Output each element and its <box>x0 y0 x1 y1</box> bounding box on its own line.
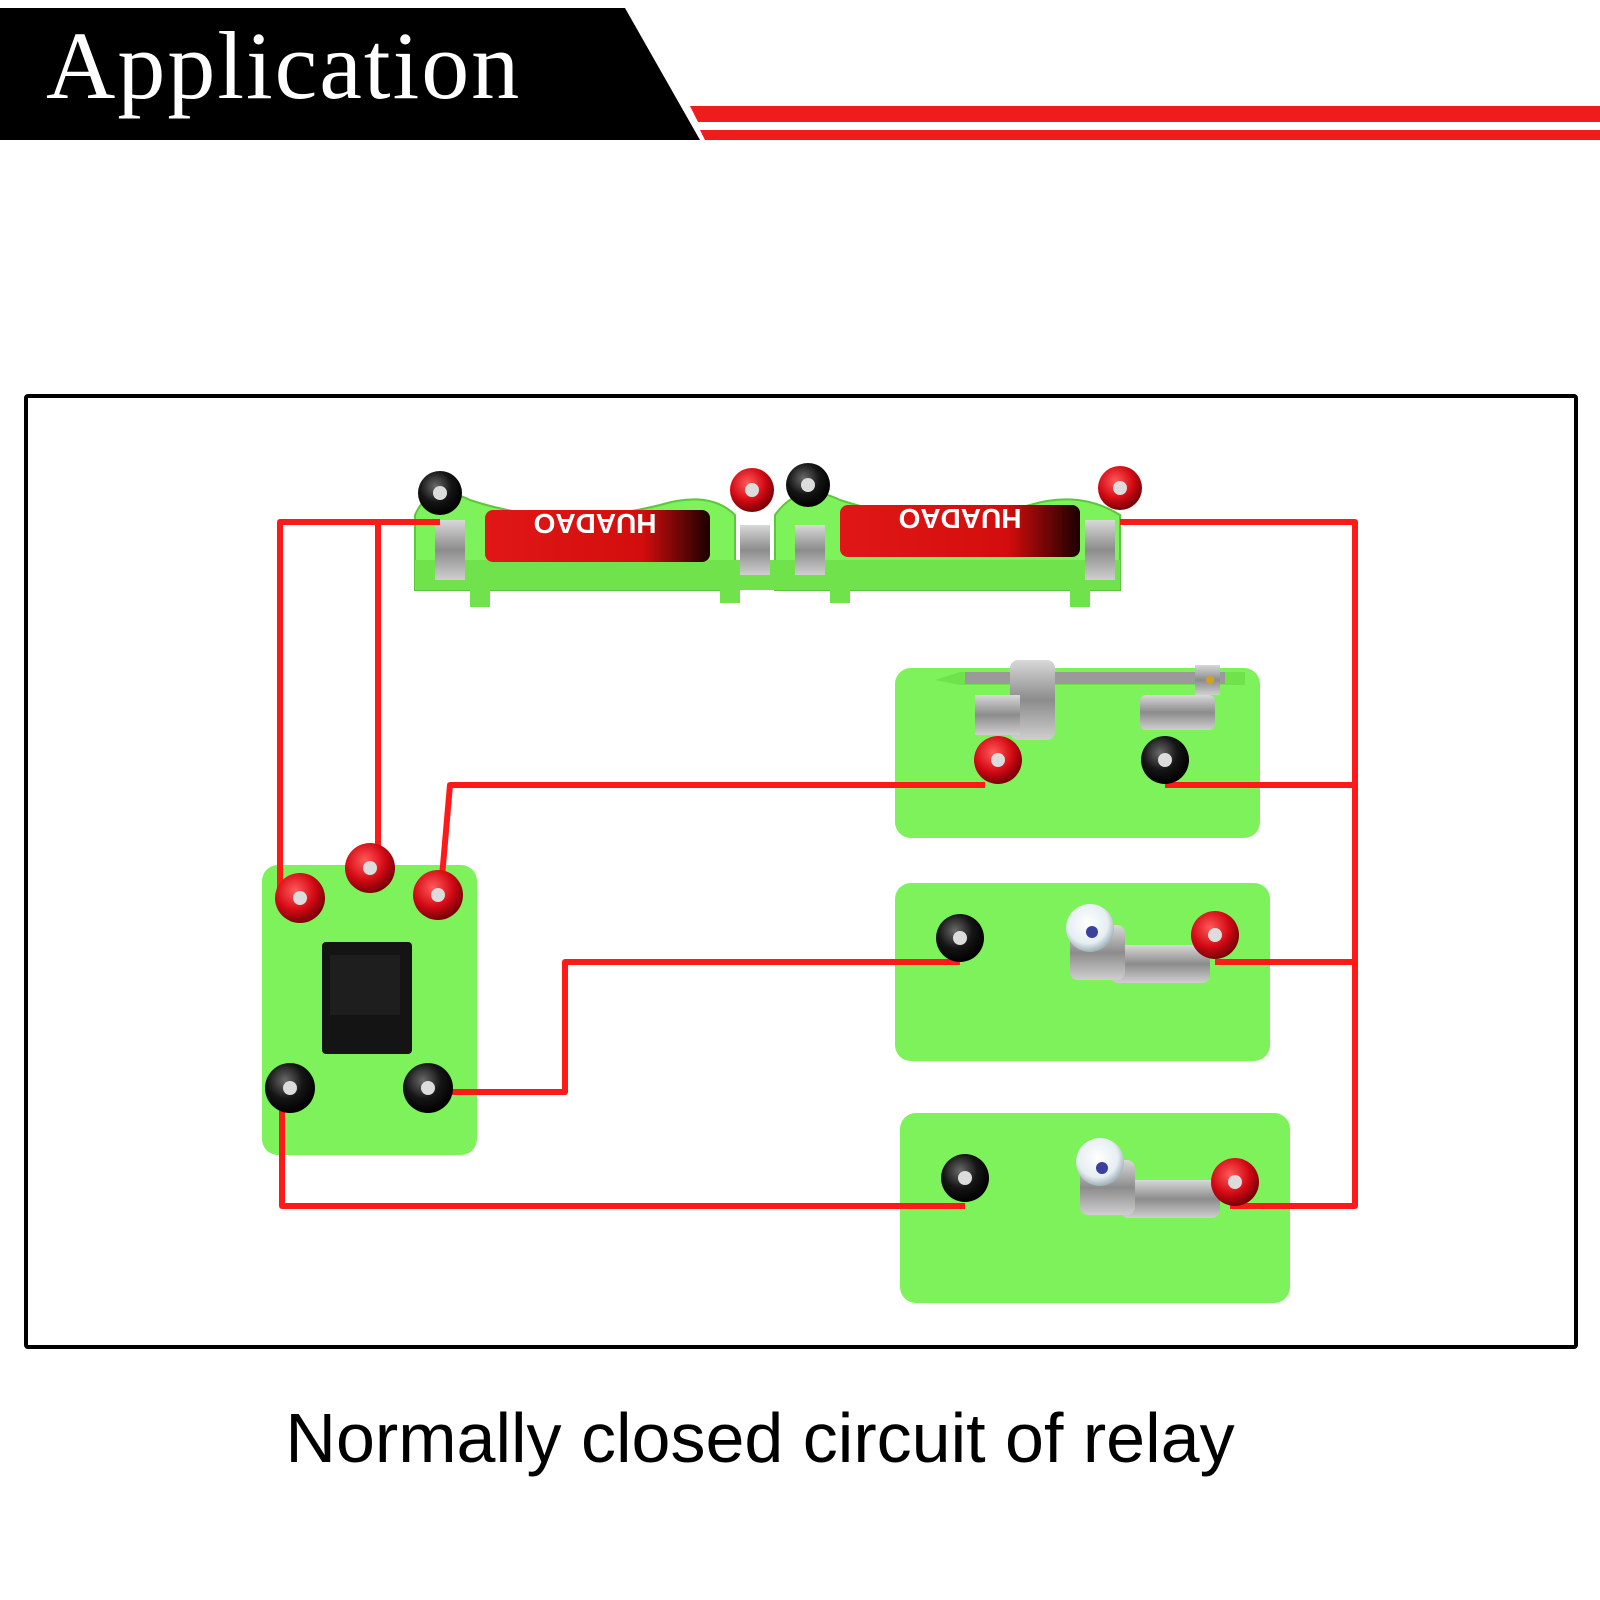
diagram-caption: Normally closed circuit of relay <box>285 1399 1235 1477</box>
wire-battery-to-relay-a <box>277 519 440 900</box>
wire-relay-to-switch <box>437 782 985 901</box>
wire-relay-to-lamp-1 <box>430 959 960 1095</box>
relay-terminals <box>265 843 463 1113</box>
battery-2-brand: HUADAO <box>899 503 1022 534</box>
battery-2: HUADAO <box>840 503 1080 557</box>
switch-board <box>895 660 1260 838</box>
lamp-2-terminals <box>941 1154 1259 1206</box>
lamp-board-2 <box>900 1113 1290 1303</box>
battery-1-brand: HUADAO <box>534 508 657 539</box>
battery-clips <box>435 520 1115 580</box>
lamp-bulb-2 <box>1076 1138 1124 1186</box>
wires <box>277 519 1358 1209</box>
header-banner <box>0 8 1600 140</box>
header-red-stripe-thin <box>700 130 1600 140</box>
header-red-stripe-thick <box>690 106 1600 122</box>
header-black-band <box>0 8 700 140</box>
header-title: Application <box>46 12 522 119</box>
wire-battery-right <box>1120 519 1358 1209</box>
lamp-board-1 <box>895 883 1270 1061</box>
battery-1: HUADAO <box>485 508 710 562</box>
battery-terminals <box>418 463 1142 515</box>
lamp-1-terminals <box>936 911 1239 962</box>
switch-terminals <box>974 736 1189 784</box>
